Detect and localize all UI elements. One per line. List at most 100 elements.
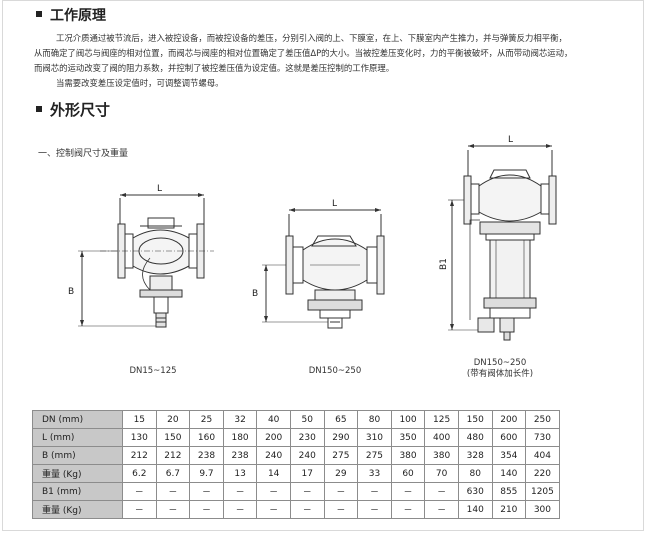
caption-dn150-250-extended: DN150~250 (带有阀体加长件) — [440, 358, 560, 380]
table-cell: － — [155, 482, 191, 501]
dim-label-L-1: L — [157, 184, 162, 194]
dim-label-L-3: L — [508, 135, 513, 145]
table-cell: 240 — [289, 446, 325, 465]
table-cell: － — [357, 482, 392, 501]
table-cell: 17 — [289, 464, 325, 483]
row-header: B1 (mm) — [32, 482, 123, 501]
paragraph-2: 从而确定了阀芯与阀座的相对位置，而阀芯与阀座的相对位置确定了差压值ΔP的大小。当… — [34, 48, 573, 58]
row-header: DN (mm) — [32, 410, 123, 429]
bullet-square-icon — [36, 11, 42, 17]
table-cell: 180 — [222, 428, 258, 447]
table-cell: 380 — [424, 446, 459, 465]
table-cell: 160 — [189, 428, 224, 447]
valve-drawing-dn150-250-extended — [448, 144, 557, 341]
dim-label-B-1: B — [68, 287, 74, 297]
table-cell: 240 — [256, 446, 291, 465]
table-cell: 33 — [357, 464, 392, 483]
table-cell: 1205 — [525, 482, 560, 501]
table-cell: 220 — [525, 464, 560, 483]
table-cell: 404 — [525, 446, 560, 465]
table-cell: 6.2 — [122, 464, 157, 483]
table-cell: 328 — [457, 446, 493, 465]
table-cell: － — [122, 482, 157, 501]
row-header: 重量 (Kg) — [32, 464, 123, 483]
table-cell: 140 — [491, 464, 527, 483]
table-row: 重量 (Kg) 6.2 6.7 9.7 13 14 17 29 33 60 70… — [32, 464, 560, 483]
table-cell: 70 — [424, 464, 459, 483]
table-cell: 150 — [155, 428, 191, 447]
table-cell: 50 — [289, 410, 325, 429]
table-cell: 400 — [424, 428, 459, 447]
table-cell: 230 — [289, 428, 325, 447]
row-header: B (mm) — [32, 446, 123, 465]
table-cell: 25 — [189, 410, 224, 429]
table-cell: 212 — [122, 446, 157, 465]
table-cell: 855 — [491, 482, 527, 501]
table-cell: 200 — [256, 428, 291, 447]
table-cell: 29 — [323, 464, 359, 483]
table-cell: 480 — [457, 428, 493, 447]
table-row: L (mm) 130 150 160 180 200 230 290 310 3… — [32, 428, 560, 447]
table-cell: 140 — [457, 500, 493, 519]
row-header: 重量 (Kg) — [32, 500, 123, 519]
table-cell: 238 — [222, 446, 258, 465]
table-cell: 65 — [323, 410, 359, 429]
table-cell: － — [122, 500, 157, 519]
dim-label-B-2: B — [252, 289, 258, 299]
paragraph-3: 而阀芯的运动改变了阀的阻力系数，并控制了被控差压值为设定值。这就是差压控制的工作… — [34, 63, 395, 73]
caption-extended-line1: DN150~250 — [473, 358, 527, 368]
table-cell: 730 — [525, 428, 560, 447]
valve-drawing-dn15-125 — [78, 193, 214, 328]
table-cell: 210 — [491, 500, 527, 519]
table-cell: 6.7 — [155, 464, 191, 483]
paragraph-4: 当需要改变差压设定值时，可调整调节螺母。 — [56, 78, 224, 88]
table-cell: － — [155, 500, 191, 519]
table-row: B (mm) 212 212 238 238 240 240 275 275 3… — [32, 446, 560, 465]
section-title-dimensions: 外形尺寸 — [36, 99, 110, 120]
paragraph-1: 工况介质通过被节流后，进入被控设备，而被控设备的差压，分别引入阀的上、下膜室，在… — [56, 33, 567, 43]
table-cell: 200 — [491, 410, 527, 429]
table-cell: 80 — [457, 464, 493, 483]
table-cell: 60 — [390, 464, 426, 483]
table-cell: 630 — [457, 482, 493, 501]
valve-drawing-dn150-250 — [262, 208, 385, 329]
caption-dn15-125: DN15~125 — [129, 366, 177, 376]
table-cell: 32 — [222, 410, 258, 429]
table-cell: － — [390, 482, 426, 501]
table-cell: 80 — [357, 410, 392, 429]
table-cell: 238 — [189, 446, 224, 465]
subheading-valve-dimensions: 一、控制阀尺寸及重量 — [38, 149, 129, 159]
table-cell: － — [189, 482, 224, 501]
table-cell: 250 — [525, 410, 560, 429]
table-cell: 15 — [122, 410, 157, 429]
table-cell: － — [289, 500, 325, 519]
caption-extended-line2: (带有阀体加长件) — [466, 369, 534, 379]
caption-dn150-250: DN150~250 — [308, 366, 362, 376]
table-cell: － — [424, 482, 459, 501]
table-cell: － — [289, 482, 325, 501]
table-cell: 380 — [390, 446, 426, 465]
table-cell: 275 — [357, 446, 392, 465]
table-cell: 212 — [155, 446, 191, 465]
table-cell: 354 — [491, 446, 527, 465]
table-cell: － — [256, 482, 291, 501]
table-cell: 275 — [323, 446, 359, 465]
table-cell: － — [222, 482, 258, 501]
bullet-square-icon — [36, 105, 42, 112]
table-cell: － — [189, 500, 224, 519]
table-cell: 9.7 — [189, 464, 224, 483]
table-cell: 310 — [357, 428, 392, 447]
table-cell: 125 — [424, 410, 459, 429]
table-cell: 300 — [525, 500, 560, 519]
table-cell: － — [256, 500, 291, 519]
table-cell: － — [323, 482, 359, 501]
table-cell: 290 — [323, 428, 359, 447]
table-cell: － — [390, 500, 426, 519]
table-cell: 350 — [390, 428, 426, 447]
dim-label-L-2: L — [332, 199, 337, 209]
table-cell: 600 — [491, 428, 527, 447]
table-cell: 100 — [390, 410, 426, 429]
table-cell: 20 — [155, 410, 191, 429]
table-row: B1 (mm) － － － － － － － － － － 630 855 1205 — [32, 482, 560, 501]
